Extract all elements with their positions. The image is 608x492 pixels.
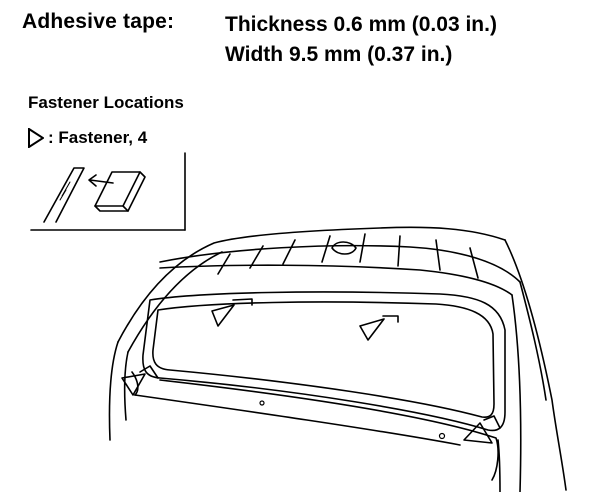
- fastener-marker-top-right: [382, 315, 399, 323]
- fastener-marker-bottom-left: [139, 365, 159, 379]
- thickness-spec: Thickness 0.6 mm (0.03 in.): [225, 13, 497, 36]
- fastener-legend-text: : Fastener, 4: [48, 128, 148, 147]
- fastener-triangle-top-right: [359, 318, 385, 341]
- fastener-detail-inset: [30, 152, 186, 231]
- width-spec: Width 9.5 mm (0.37 in.): [225, 43, 453, 66]
- adhesive-tape-specs: Thickness 0.6 mm (0.03 in.) Width 9.5 mm…: [225, 10, 497, 70]
- triangle-marker-icon: [28, 128, 44, 148]
- rear-glass-opening: [131, 291, 506, 481]
- fastener-triangle-bottom-left: [121, 373, 146, 396]
- fastener-locations-title: Fastener Locations: [28, 93, 184, 112]
- fastener-markers: [121, 298, 501, 444]
- fastener-marker-top-left: [232, 298, 253, 306]
- fastener-legend: : Fastener, 4: [28, 126, 147, 150]
- adhesive-tape-label: Adhesive tape:: [22, 10, 175, 33]
- roof-outline: [108, 226, 567, 492]
- fastener-marker-bottom-right: [483, 415, 501, 429]
- fastener-triangle-bottom-right: [463, 422, 493, 444]
- fastener-triangle-top-left: [211, 304, 235, 327]
